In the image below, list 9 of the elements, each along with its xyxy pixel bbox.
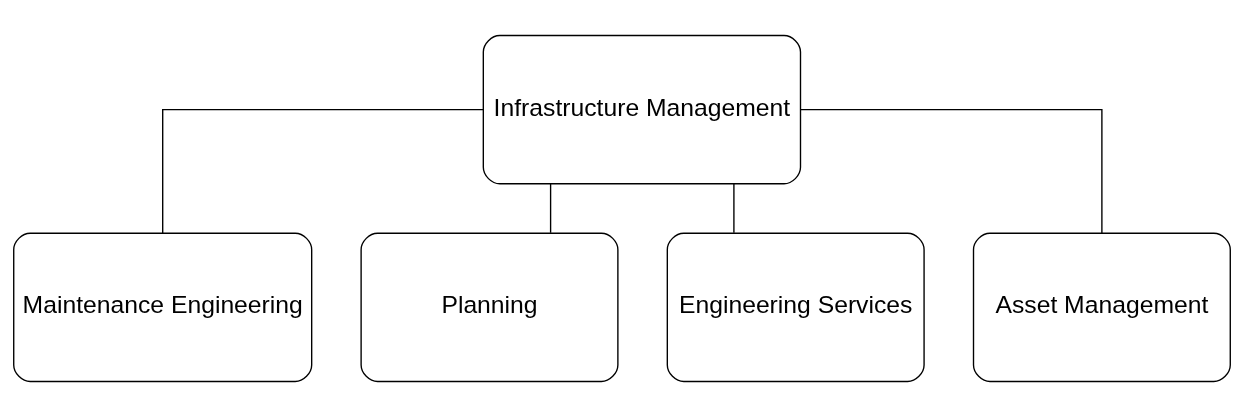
node-box: Engineering Services: [666, 232, 925, 383]
connector: [800, 108, 1103, 234]
node-box: Maintenance Engineering: [13, 232, 313, 383]
node-box: Infrastructure Management: [482, 34, 802, 185]
connector: [733, 183, 735, 234]
node-box: Planning: [360, 232, 619, 383]
node-box: Asset Management: [972, 232, 1231, 383]
connector: [549, 183, 552, 234]
connector: [162, 108, 484, 234]
